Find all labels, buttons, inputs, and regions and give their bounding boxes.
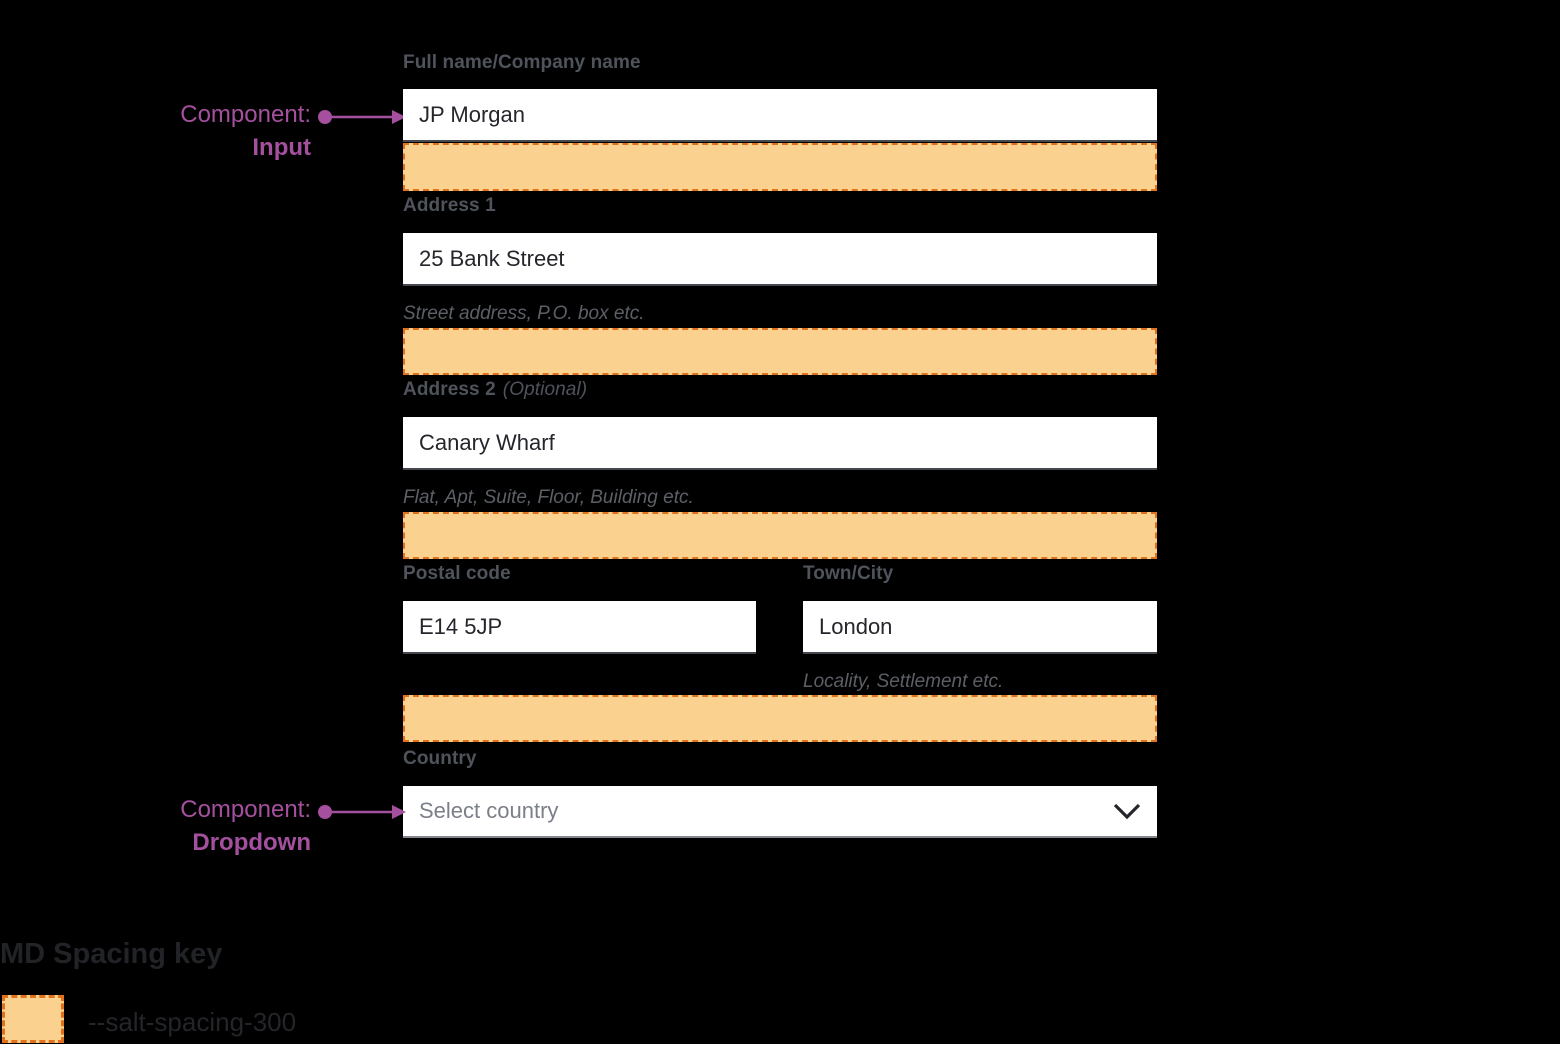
- country-dropdown[interactable]: Select country: [403, 786, 1157, 838]
- annotation-prefix: Component:: [180, 101, 311, 128]
- town-city-label: Town/City: [803, 563, 894, 584]
- address2-label: Address 2(Optional): [403, 379, 588, 400]
- town-city-input[interactable]: [803, 601, 1157, 654]
- postal-code-input[interactable]: [403, 601, 756, 654]
- address2-helper: Flat, Apt, Suite, Floor, Building etc.: [403, 487, 694, 508]
- country-dropdown-placeholder: Select country: [419, 798, 559, 823]
- optional-suffix: (Optional): [502, 379, 588, 400]
- spacing-300-block: [403, 512, 1157, 559]
- spacing-300-block: [403, 143, 1157, 191]
- postal-code-label: Postal code: [403, 563, 511, 584]
- annotation-component-name: Dropdown: [192, 829, 311, 856]
- annotation-arrow-input: [318, 110, 406, 124]
- full-name-label: Full name/Company name: [403, 52, 641, 73]
- address1-input[interactable]: [403, 233, 1157, 286]
- chevron-down-icon: [1113, 803, 1141, 820]
- annotation-dropdown: Component: Dropdown: [180, 793, 311, 859]
- annotation-input: Component: Input: [180, 98, 311, 164]
- address1-label: Address 1: [403, 195, 496, 216]
- spacing-300-block: [403, 695, 1157, 742]
- spacing-key-swatch: [2, 995, 64, 1043]
- town-city-helper: Locality, Settlement etc.: [803, 671, 1004, 692]
- address1-helper: Street address, P.O. box etc.: [403, 303, 645, 324]
- address2-input[interactable]: [403, 417, 1157, 470]
- spacing-key-title: MD Spacing key: [0, 938, 223, 970]
- annotation-arrow-dropdown: [318, 805, 406, 819]
- spacing-key-token: --salt-spacing-300: [88, 1007, 297, 1037]
- spacing-300-block: [403, 328, 1157, 375]
- full-name-input[interactable]: [403, 89, 1157, 142]
- annotation-prefix: Component:: [180, 796, 311, 823]
- annotation-component-name: Input: [252, 134, 311, 161]
- country-label: Country: [403, 748, 477, 769]
